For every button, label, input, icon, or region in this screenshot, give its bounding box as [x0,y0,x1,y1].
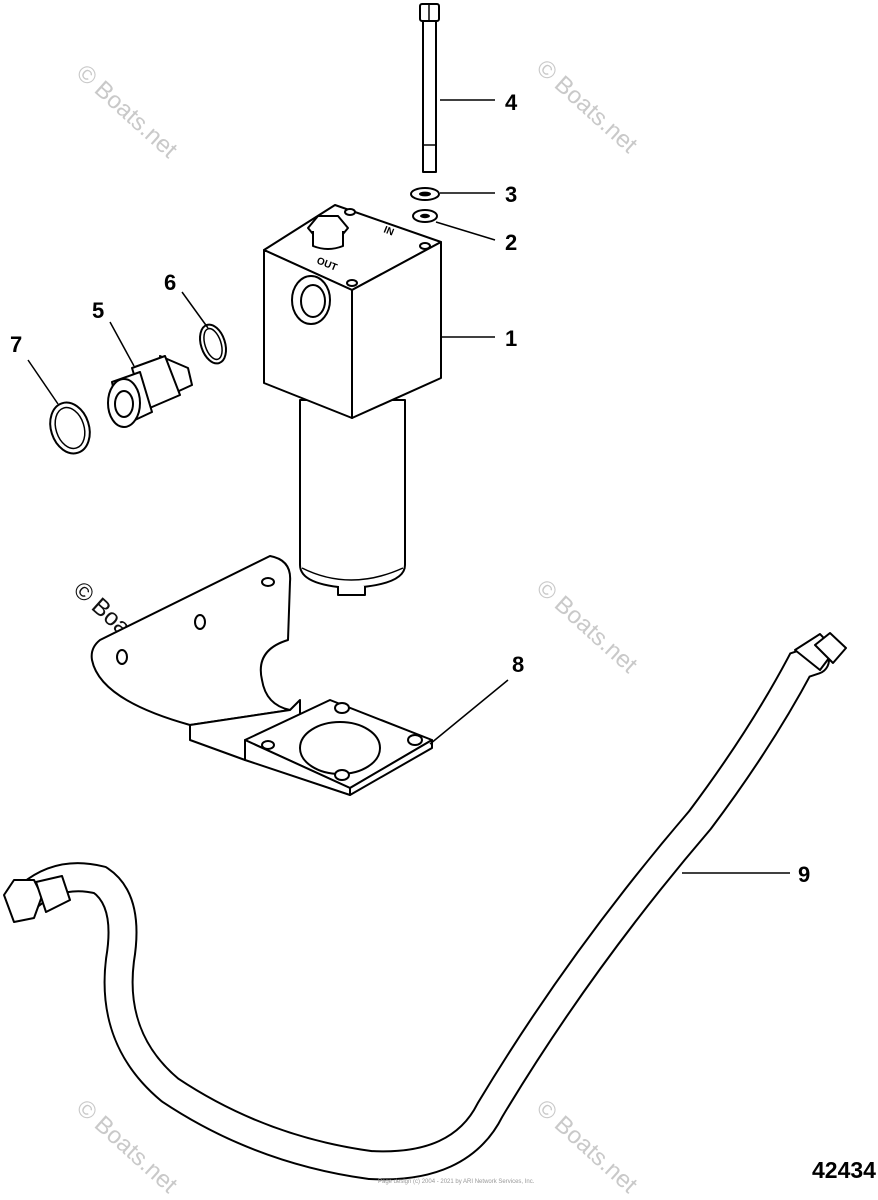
watermark: © Boats.net [71,1094,183,1198]
callout-6: 6 [164,270,176,295]
watermark: © Boats.net [531,1094,643,1198]
o-ring-part-6 [199,323,227,365]
callout-8: 8 [512,652,524,677]
bracket-part-8 [90,555,433,796]
callout-3: 3 [505,182,517,207]
flat-washer-part-2 [412,209,438,223]
callout-7: 7 [10,332,22,357]
callouts: 1 2 3 4 5 6 7 8 9 [10,90,810,887]
callout-5: 5 [92,298,104,323]
leader-lines [27,99,790,874]
in-port-label: IN [382,225,395,239]
o-ring-part-7 [49,401,91,455]
hose-part-9 [3,632,847,1181]
bolt-part-4 [419,3,440,173]
watermark: © Boats.net [531,574,643,678]
diagram-number: 42434 [812,1157,876,1183]
watermark: © Boats.net [71,59,183,163]
callout-2: 2 [505,230,517,255]
lock-washer-part-3 [410,187,440,201]
callout-4: 4 [505,90,518,115]
watermark: © Boats.net [531,54,643,158]
fitting-part-5 [107,355,193,428]
filter-assembly-part-1: OUT IN [263,204,442,596]
callout-1: 1 [505,326,517,351]
callout-9: 9 [798,862,810,887]
footer-copyright: Page design (c) 2004 - 2021 by ARI Netwo… [378,1179,535,1185]
